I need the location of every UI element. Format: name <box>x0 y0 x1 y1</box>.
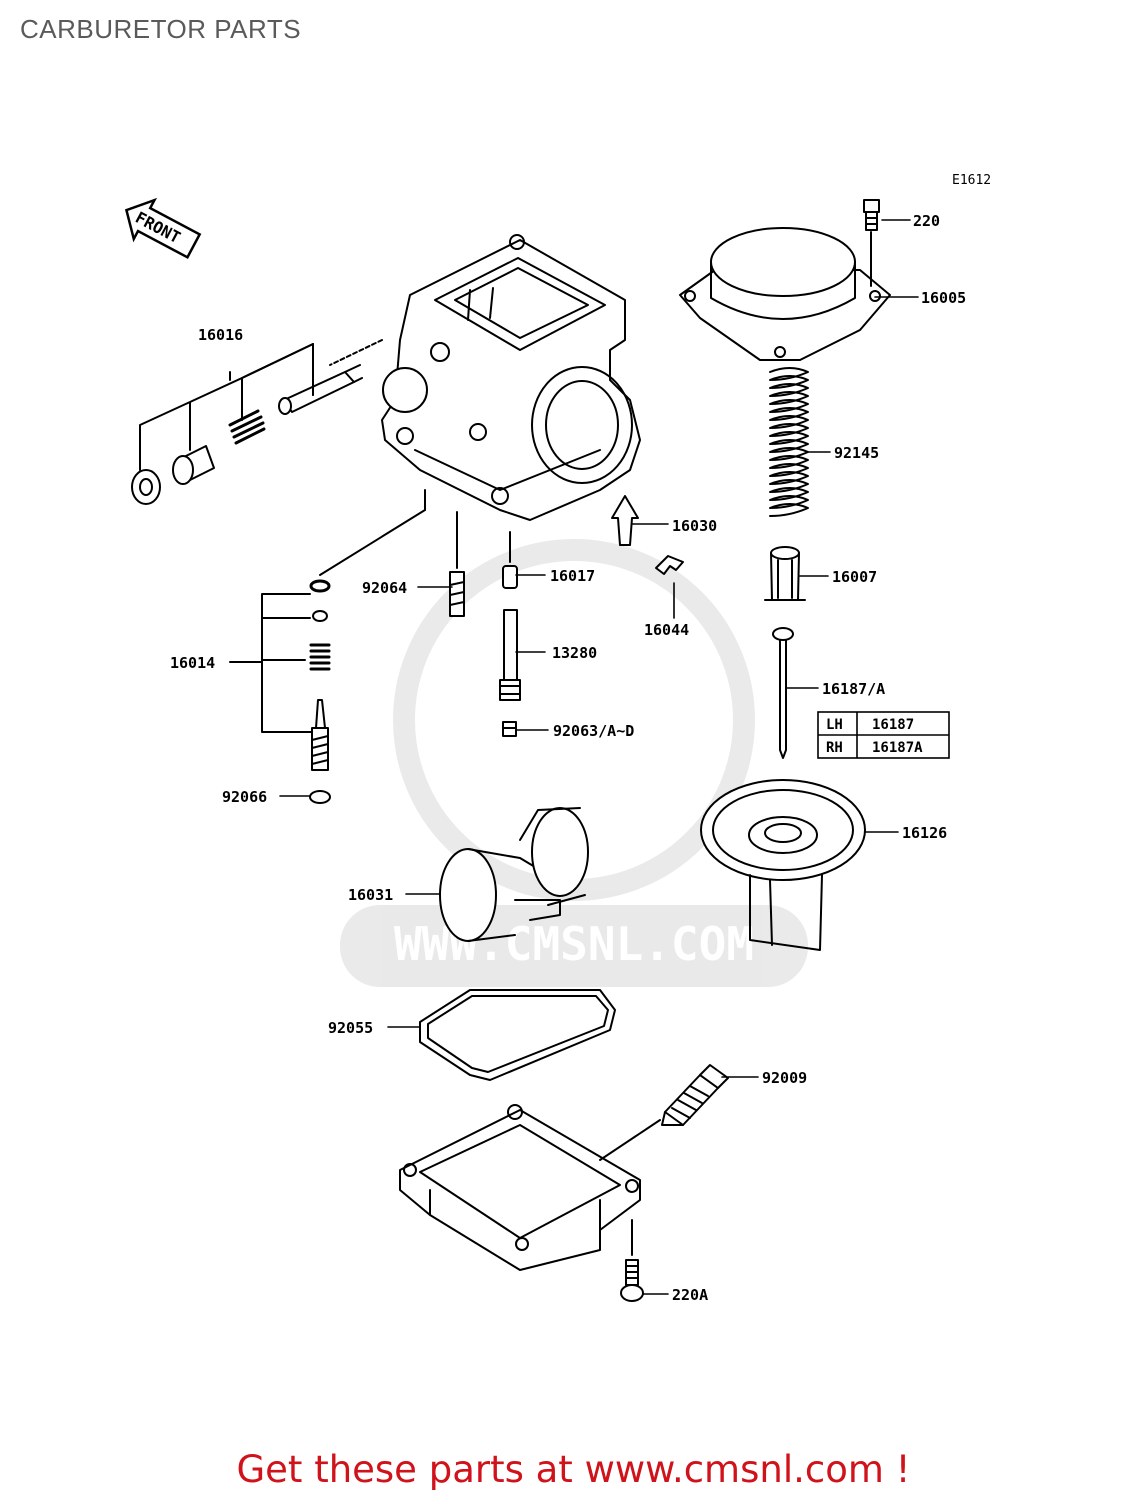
needle-holder <box>764 546 806 601</box>
callout-16007: 16007 <box>832 568 877 586</box>
front-arrow-icon: FRONT <box>124 197 202 260</box>
variant-part-rh: 16187A <box>872 740 923 756</box>
variant-part-lh: 16187 <box>872 717 914 733</box>
callout-16187a: 16187/A <box>822 680 885 698</box>
callout-16017: 16017 <box>550 567 595 585</box>
variant-side-rh: RH <box>826 740 843 756</box>
page-title: CARBURETOR PARTS <box>20 14 302 44</box>
callout-16030: 16030 <box>672 517 717 535</box>
variant-table: LH 16187 RH 16187A <box>817 711 950 759</box>
callout-92055: 92055 <box>328 1019 373 1037</box>
pilot-screw-set <box>229 489 426 804</box>
bowl-screw <box>620 1219 644 1302</box>
float-bowl <box>399 1104 661 1271</box>
variant-side-lh: LH <box>826 717 843 733</box>
carburetor-body <box>381 234 641 521</box>
diagram-code: E1612 <box>952 173 991 188</box>
callout-13280: 13280 <box>552 644 597 662</box>
callout-92066: 92066 <box>222 788 267 806</box>
top-cover <box>679 199 891 361</box>
drain-screw <box>661 1064 729 1126</box>
callout-labels: 220 16005 16016 92145 16030 16017 92064 … <box>170 212 966 1304</box>
callout-220: 220 <box>913 212 940 230</box>
callout-16005: 16005 <box>921 289 966 307</box>
footer-link[interactable]: Get these parts at www.cmsnl.com ! <box>236 1448 911 1491</box>
diaphragm-spring <box>769 367 809 517</box>
callout-16014: 16014 <box>170 654 215 672</box>
callout-16126: 16126 <box>902 824 947 842</box>
callout-220a: 220A <box>672 1286 708 1304</box>
callout-16031: 16031 <box>348 886 393 904</box>
float-bowl-gasket <box>419 989 616 1081</box>
idle-screw-assembly <box>131 339 383 505</box>
callout-16044: 16044 <box>644 621 689 639</box>
jet-needle <box>772 627 794 759</box>
callout-92145: 92145 <box>834 444 879 462</box>
leader-lines <box>279 219 919 1295</box>
float-valve <box>611 495 639 546</box>
vacuum-diaphragm <box>700 779 866 951</box>
float-clip <box>655 555 684 575</box>
callout-92064: 92064 <box>362 579 407 597</box>
callout-92009: 92009 <box>762 1069 807 1087</box>
callout-92063: 92063/A~D <box>553 722 634 740</box>
watermark: WWW.CMSNL.COM <box>340 539 808 987</box>
callout-16016: 16016 <box>198 326 243 344</box>
main-jet-parts <box>449 511 521 737</box>
float <box>439 807 589 942</box>
